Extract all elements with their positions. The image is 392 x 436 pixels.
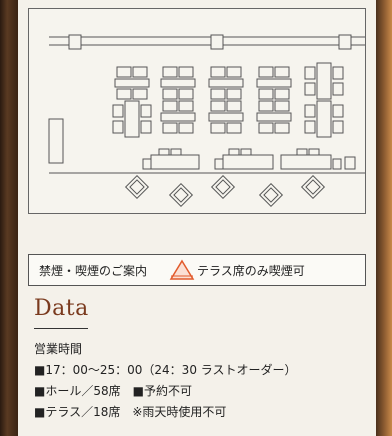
right-background-edge [376,0,392,436]
long-table [214,148,274,170]
heading-underline [34,328,88,329]
pillar [338,34,352,50]
table-vertical [304,62,344,100]
no-smoking-label: 禁煙・喫煙のご案内 [39,263,148,278]
table-vertical [112,100,152,138]
table-4seat [256,100,292,134]
hours-label: 営業時間 [34,342,83,356]
terrace-table [258,182,284,208]
terrace-table [300,174,326,200]
pillar [210,34,224,50]
floor-plan [28,8,366,214]
pillar [344,156,356,170]
floor-plan-drawing [48,34,365,208]
table-4seat [114,66,150,100]
terrace-table [210,174,236,200]
terrace-table [168,182,194,208]
long-table [280,148,342,170]
hours-value: ■17：00～25：00（24：30 ラストオーダー） [34,363,297,377]
table-4seat [256,66,292,100]
smoking-note: テラス席のみ喫煙可 [197,263,305,278]
terrace-table [124,174,150,200]
data-heading: Data [34,296,89,321]
terrace-seats: ■テラス／18席 ※雨天時使用不可 [34,405,227,419]
counter [48,118,64,164]
table-vertical [304,100,344,138]
info-card: 禁煙・喫煙のご案内 テラス席のみ喫煙可 Data 営業時間 ■17：00～25：… [18,0,376,436]
warning-triangle-icon [169,259,195,281]
table-4seat [208,66,244,100]
table-4seat [160,100,196,134]
left-background-edge [0,0,18,436]
smoking-legend: 禁煙・喫煙のご案内 テラス席のみ喫煙可 [28,254,366,286]
table-4seat [160,66,196,100]
long-table [142,148,200,170]
pillar [68,34,82,50]
hall-seats: ■ホール／58席 ■予約不可 [34,384,192,398]
table-4seat [208,100,244,134]
